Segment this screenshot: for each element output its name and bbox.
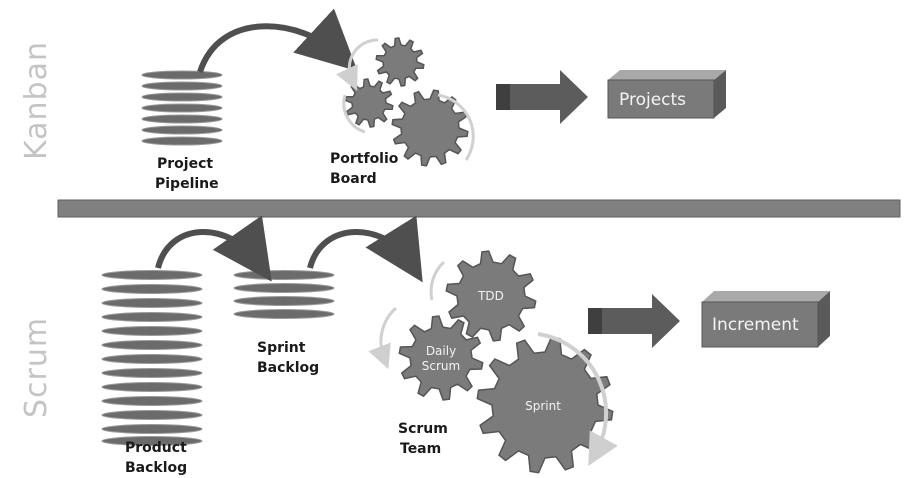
daily-scrum-gear <box>398 315 484 401</box>
portfolio-gear-small-top <box>375 37 425 87</box>
portfolio-board-label-2: Board <box>330 171 377 187</box>
backlog-disc <box>101 354 203 364</box>
project-pipeline-label-2: Pipeline <box>155 176 219 192</box>
gear-cycle-arc-1 <box>336 38 379 91</box>
backlog-disc <box>141 92 223 102</box>
backlog-disc <box>101 312 203 322</box>
sprint-backlog-label-1: Sprint <box>257 340 306 356</box>
gear-cycle-arc-2 <box>342 94 366 134</box>
scrum-output-arrow <box>588 294 680 348</box>
backlog-disc <box>101 340 203 350</box>
backlog-disc <box>233 296 335 306</box>
daily-scrum-gear-label-1: Daily <box>426 344 456 358</box>
backlog-disc <box>101 298 203 308</box>
scrum-team-label-1: Scrum <box>398 421 448 437</box>
backlog-disc <box>101 368 203 378</box>
scrum-gears <box>398 250 614 474</box>
kanban-output-arrow <box>496 70 588 124</box>
portfolio-board-label-1: Portfolio <box>330 151 399 167</box>
pipeline-to-board-arrow <box>197 8 358 73</box>
backlog-disc <box>141 103 223 113</box>
backlog-disc <box>141 70 223 80</box>
scrum-cycle-arc-2 <box>368 306 398 370</box>
tdd-gear <box>445 250 537 342</box>
backlog-disc <box>233 309 335 319</box>
scrum-team-label-2: Team <box>400 441 441 457</box>
kanban-section-label: Kanban <box>19 41 54 160</box>
backlog-disc <box>101 382 203 392</box>
backlog-disc <box>101 326 203 336</box>
scrum-cycle-arc-3 <box>537 332 618 466</box>
sprint-to-team-arrow <box>307 215 423 283</box>
product-to-sprint-arrow <box>155 215 272 282</box>
tdd-gear-label: TDD <box>477 289 504 303</box>
project-pipeline-label-1: Project <box>157 156 213 172</box>
backlog-disc <box>233 283 335 293</box>
backlog-disc <box>141 114 223 124</box>
scrum-section-label: Scrum <box>19 317 54 418</box>
backlog-disc <box>101 424 203 434</box>
project-pipeline-stack <box>141 70 223 146</box>
backlog-disc <box>101 270 203 280</box>
backlog-disc <box>101 436 203 446</box>
gear-cycle-arc-3 <box>437 93 475 161</box>
portfolio-gear-large <box>391 89 469 167</box>
backlog-disc <box>141 136 223 146</box>
backlog-disc <box>141 125 223 135</box>
backlog-disc <box>233 270 335 280</box>
sprint-backlog-label-2: Backlog <box>257 360 319 376</box>
increment-box-label: Increment <box>712 315 799 335</box>
increment-box: Increment <box>701 291 830 348</box>
portfolio-gears <box>344 37 469 167</box>
sprint-gear-label: Sprint <box>525 399 561 413</box>
section-divider <box>57 199 901 218</box>
backlog-disc <box>101 396 203 406</box>
product-backlog-label-2: Backlog <box>125 460 187 476</box>
backlog-disc <box>141 81 223 91</box>
projects-box: Projects <box>607 70 726 119</box>
scrum-cycle-arc-1 <box>429 260 446 301</box>
product-backlog-label-1: Product <box>125 440 187 456</box>
product-backlog-stack <box>101 270 203 446</box>
projects-box-label: Projects <box>619 90 686 110</box>
daily-scrum-gear-label-2: Scrum <box>422 359 460 373</box>
portfolio-gear-small-left <box>344 78 394 128</box>
backlog-disc <box>101 410 203 420</box>
backlog-disc <box>101 284 203 294</box>
sprint-gear <box>476 336 614 474</box>
sprint-backlog-stack <box>233 270 335 319</box>
